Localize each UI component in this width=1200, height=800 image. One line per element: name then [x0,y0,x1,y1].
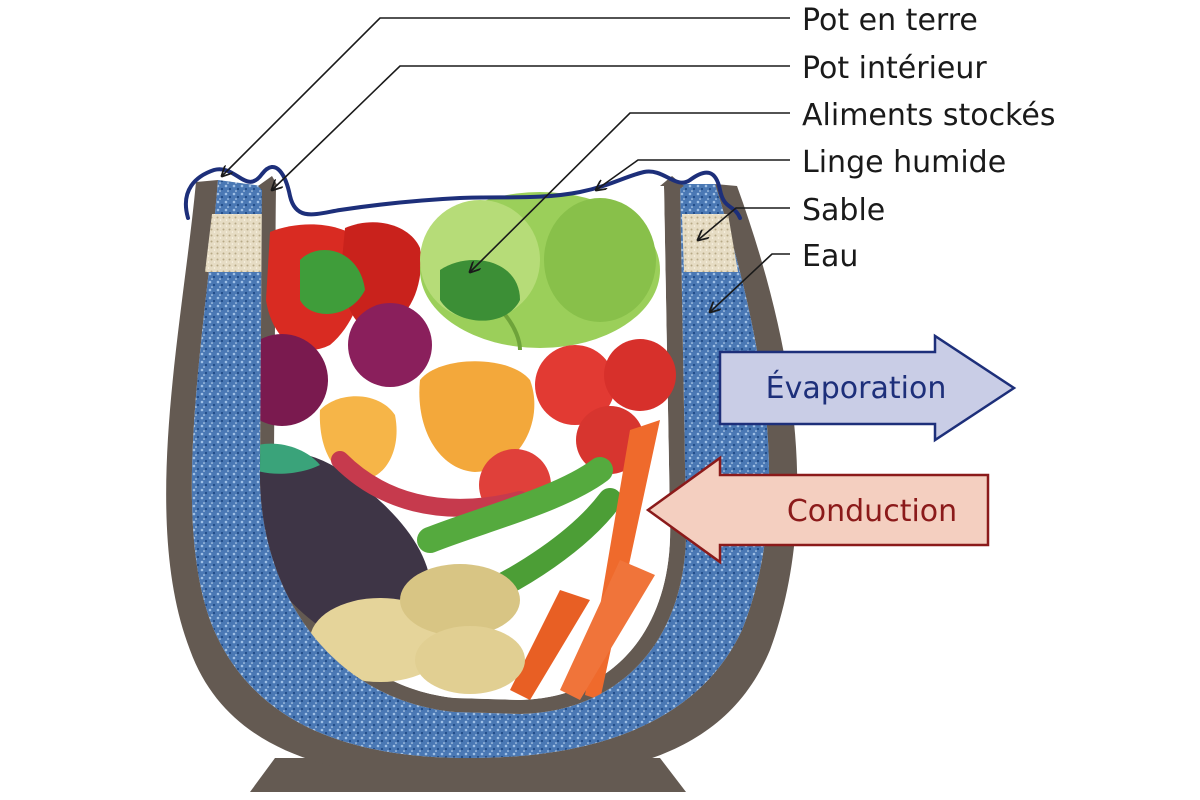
label-aliments-stockes: Aliments stockés [802,98,1055,133]
leader-sable [698,207,790,240]
yellow-pepper [419,361,535,472]
evaporation-arrow: Évaporation [718,333,1017,443]
leader-pot-interieur [272,65,790,190]
label-sable: Sable [802,193,885,228]
label-pot-en-terre: Pot en terre [802,3,978,38]
stored-food [259,192,676,700]
callout-lines [222,17,790,312]
carrot [560,560,655,700]
leader-eau [710,253,790,312]
carrot [510,590,590,700]
damp-cloth [183,165,742,220]
evaporation-label: Évaporation [766,370,947,406]
leader-pot-en-terre [222,17,790,176]
beet [259,334,328,426]
sand-layer [205,214,738,272]
peas [417,457,613,553]
leader-linge-humide [596,159,790,190]
conduction-label: Conduction [787,494,957,529]
conduction-arrow: Conduction [645,455,990,565]
leader-aliments-stockes [470,112,790,272]
potato [415,626,525,694]
clay-pot-outer [166,180,798,792]
label-linge-humide: Linge humide [802,145,1006,180]
beet-leaves [300,250,365,314]
potato [400,564,520,636]
label-eau: Eau [802,239,858,274]
label-pot-interieur: Pot intérieur [802,51,987,86]
red-pepper [341,222,421,331]
beet [348,303,432,387]
tomato [604,339,676,411]
tomato [535,345,615,425]
